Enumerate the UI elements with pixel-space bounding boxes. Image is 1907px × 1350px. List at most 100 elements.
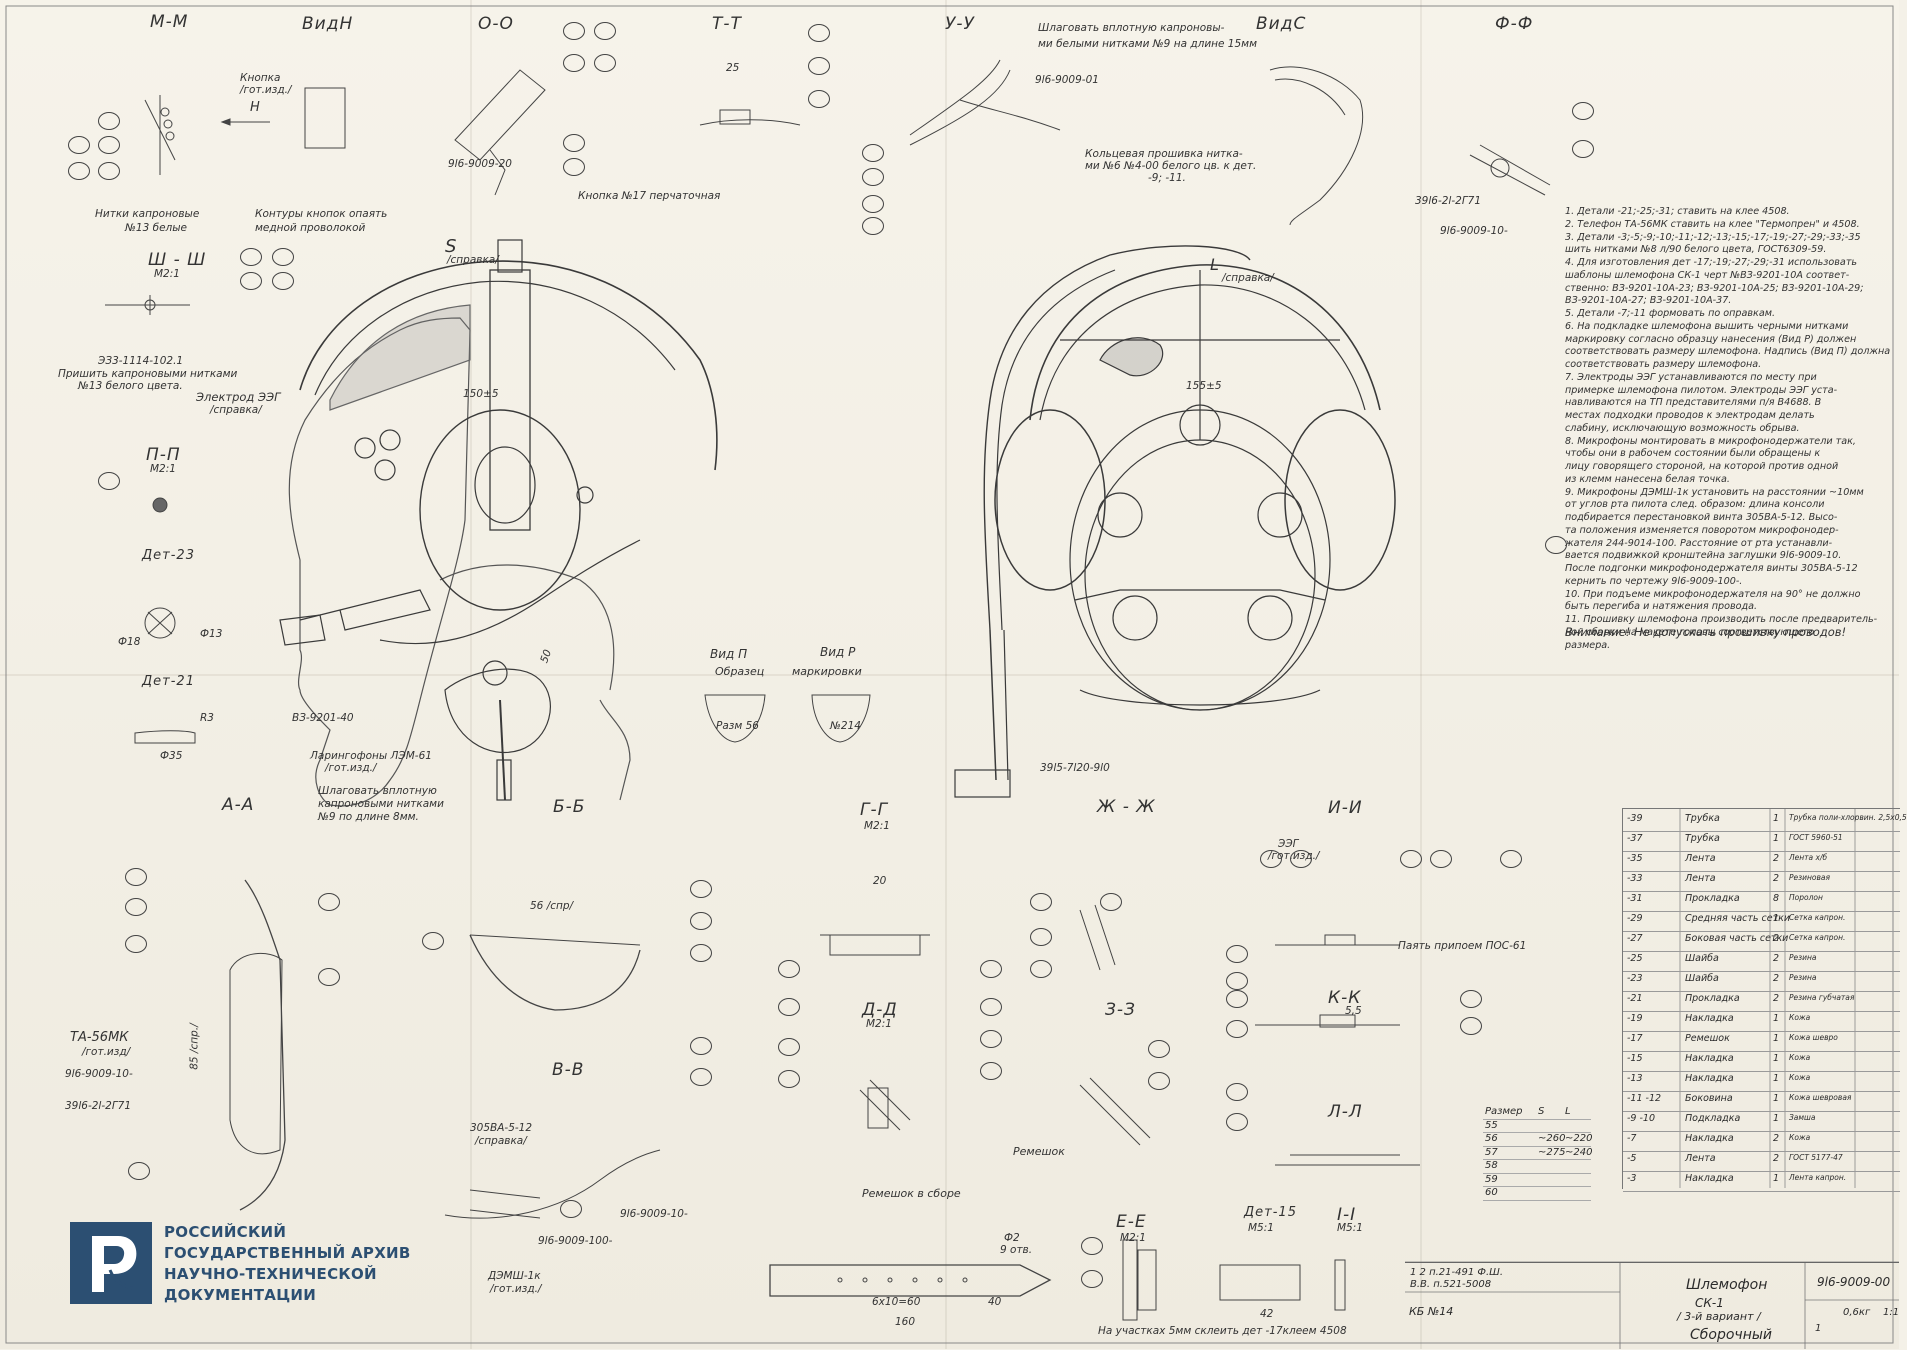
- archive-name-line: НАУЧНО-ТЕХНИЧЕСКОЙ: [164, 1265, 377, 1283]
- part-number: 305ВА-5-12: [470, 1122, 533, 1134]
- annotation: ЭЭГ: [1278, 838, 1299, 850]
- section-label: З-З: [1105, 1000, 1136, 1020]
- size-table-heading: L: [1565, 1106, 1571, 1117]
- ref-balloon: [1226, 945, 1248, 963]
- view-label: Ремешок: [1013, 1145, 1065, 1158]
- note-line: чтобы они в рабочем состоянии были обращ…: [1565, 448, 1821, 460]
- part-number: 9l6-9009-10-: [65, 1068, 133, 1080]
- scale-label: М2:1: [1120, 1232, 1146, 1244]
- bom-cell: -37: [1627, 833, 1643, 844]
- annotation: Шлаговать вплотную: [318, 785, 437, 797]
- note-line: ВЗ-9201-10А-27; ВЗ-9201-10А-37.: [1565, 295, 1732, 307]
- annotation: /справка/: [475, 1135, 527, 1147]
- ref-balloon: [1226, 1020, 1248, 1038]
- annotation: ТА-56МК: [70, 1030, 129, 1045]
- annotation: Шлаговать вплотную капроновы-: [1038, 22, 1225, 34]
- note-line: лицу говорящего стороной, на которой про…: [1565, 461, 1839, 472]
- note-line: та положения изменяется поворотом микроф…: [1565, 524, 1839, 536]
- scale-label: М2:1: [866, 1018, 892, 1030]
- title-name: Сборочный: [1690, 1327, 1773, 1343]
- ref-balloon: [1226, 1113, 1248, 1131]
- size-table-heading: Размер: [1485, 1106, 1523, 1117]
- bom-cell: 1: [1773, 1113, 1780, 1124]
- note-line: 9. Микрофоны ДЭМШ-1к установить на расст…: [1565, 486, 1864, 498]
- ref-balloon: [318, 968, 340, 986]
- bom-cell: Кожа: [1789, 1053, 1811, 1062]
- section-label: М-М: [150, 12, 189, 32]
- ref-balloon: [980, 960, 1002, 978]
- section-label: В-В: [552, 1060, 585, 1080]
- bom-cell: Лента: [1685, 853, 1716, 864]
- bom-cell: -29: [1627, 913, 1643, 924]
- annotation: Ларингофоны ЛЭМ-61: [310, 750, 432, 762]
- bom-cell: Сетка капрон.: [1789, 913, 1846, 922]
- bom-cell: 2: [1773, 873, 1780, 884]
- dimension: R3: [200, 712, 214, 724]
- annotation: На участках 5мм склеить дет -17клеем 450…: [1098, 1325, 1347, 1337]
- size-table-cell: 60: [1485, 1187, 1498, 1198]
- ref-balloon: [1400, 850, 1422, 868]
- ref-balloon: [690, 1037, 712, 1055]
- bom-cell: ГОСТ 5177-47: [1789, 1153, 1843, 1162]
- bom-cell: 1: [1773, 833, 1780, 844]
- ref-balloon: [862, 217, 884, 235]
- size-table-cell: 55: [1485, 1119, 1498, 1131]
- section-label: I-I: [1337, 1205, 1357, 1225]
- note-line: шаблоны шлемофона СК-1 черт №ВЗ-9201-10А…: [1565, 269, 1850, 281]
- ref-balloon: [1226, 972, 1248, 990]
- bom-cell: 2: [1773, 853, 1780, 864]
- annotation: -9; -11.: [1148, 172, 1186, 184]
- bom-cell: -9 -10: [1627, 1113, 1656, 1124]
- section-label: Г-Г: [860, 800, 889, 820]
- ref-balloon: [318, 893, 340, 911]
- section-label: Л-Л: [1328, 1102, 1363, 1122]
- revision-line: 1 2 п.21-491 Ф.Ш.: [1410, 1267, 1504, 1278]
- section-label: Ф-Ф: [1495, 14, 1534, 34]
- ref-balloon: [1545, 536, 1567, 554]
- drawing-frame: [5, 5, 1894, 1344]
- ref-balloon: [594, 54, 616, 72]
- bom-cell: -3: [1627, 1173, 1637, 1184]
- dimension: 40: [988, 1296, 1002, 1308]
- bom-cell: Кожа шевро: [1789, 1033, 1838, 1042]
- ref-balloon: [240, 272, 262, 290]
- size-table-row: 59: [1483, 1174, 1591, 1187]
- bom-cell: Поролон: [1789, 893, 1823, 902]
- bom-cell: Шайба: [1685, 953, 1719, 964]
- scale-label: М5:1: [1248, 1222, 1274, 1234]
- fold-line: [945, 0, 947, 1349]
- note-line: размера.: [1565, 639, 1611, 651]
- ref-balloon: [690, 912, 712, 930]
- title-name: СК-1: [1695, 1296, 1724, 1310]
- size-table-row: 60: [1483, 1187, 1591, 1201]
- bom-cell: 1: [1773, 1093, 1780, 1104]
- ref-balloon: [862, 144, 884, 162]
- bom-cell: Средняя часть сетки: [1685, 913, 1791, 924]
- part-number: 9l6-9009-01: [1035, 74, 1099, 86]
- part-number: 9l6-9009-10-: [1440, 225, 1508, 237]
- size-table-cell: 57: [1485, 1146, 1498, 1158]
- annotation: /справка/: [1222, 272, 1274, 284]
- ref-balloon: [98, 472, 120, 490]
- title-scale: 1:1: [1883, 1307, 1900, 1318]
- note-line: ственно: ВЗ-9201-10А-23; ВЗ-9201-10А-25;…: [1565, 282, 1864, 294]
- document-number: 9l6-9009-00: [1817, 1275, 1891, 1289]
- bom-cell: Лента: [1685, 1153, 1716, 1164]
- title-block: 1 2 п.21-491 Ф.Ш. В.В. п.521-5008 КБ №14…: [1405, 1262, 1899, 1350]
- bom-cell: -13: [1627, 1073, 1643, 1084]
- bom-cell: Кожа: [1789, 1073, 1811, 1082]
- ref-balloon: [1030, 960, 1052, 978]
- ref-balloon: [98, 112, 120, 130]
- view-label: маркировки: [792, 665, 862, 678]
- dimension: 150±5: [463, 388, 499, 400]
- bom-cell: 1: [1773, 1173, 1780, 1184]
- scale-label: М5:1: [1337, 1222, 1363, 1234]
- ref-balloon: [1081, 1237, 1103, 1255]
- note-line: 10. При подъеме микрофонодержателя на 90…: [1565, 588, 1861, 600]
- ref-balloon: [125, 868, 147, 886]
- bom-cell: 2: [1773, 993, 1780, 1004]
- ref-balloon: [1100, 893, 1122, 911]
- annotation: Пришить капроновыми нитками: [58, 368, 238, 380]
